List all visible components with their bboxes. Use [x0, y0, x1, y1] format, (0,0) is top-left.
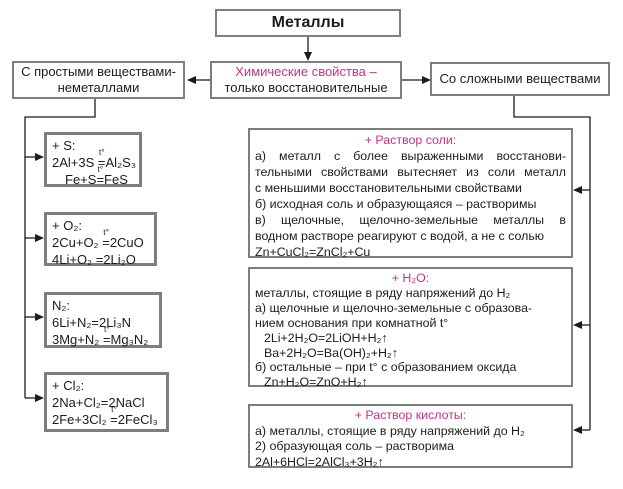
equation: 2Al+3S t°=Al₂S₃ — [52, 147, 137, 170]
left-branch-line-1: С простыми веществами- — [21, 64, 176, 79]
node-salt-solution: + Раствор соли: а) металл с более выраже… — [248, 128, 573, 259]
right-branch-label: Со сложными веществами — [439, 71, 601, 86]
salt-line: б) исходная соль и образующаяся – раство… — [255, 197, 537, 211]
salt-line: в) щелочные, щелочно-земельные металлы в — [255, 213, 566, 227]
node-water: + H₂O: металлы, стоящие в ряду напряжени… — [248, 267, 573, 390]
node-simple-substances: С простыми веществами- неметаллами — [12, 61, 185, 99]
reaction-title: + Cl₂: — [52, 378, 85, 393]
water-equation: Zn+H₂O=ZnO+H₂↑ — [264, 375, 368, 390]
water-line: нием основания при комнатной t° — [255, 315, 449, 330]
arrow-left-icon — [187, 76, 210, 84]
acid-line: 2) образующая соль – растворима — [255, 439, 454, 453]
heat-mark: t° — [97, 164, 104, 175]
acid-line: а) металлы, стоящие в ряду напряжений до… — [255, 423, 525, 438]
water-line: металлы, стоящие в ряду напряжений до H₂ — [255, 285, 511, 300]
salt-line: с меньшими восстановительными свойствами — [255, 181, 522, 195]
water-line: б) остальные – при t° с образованием окс… — [255, 360, 517, 375]
arrow-down-icon — [304, 37, 312, 61]
left-branch-line-2: неметаллами — [57, 80, 140, 95]
heat-mark: t° — [103, 227, 109, 238]
root-node-metals: Металлы — [215, 9, 401, 37]
node-reaction-chlorine: + Cl₂: 2Na+Cl₂=2NaCl 2Fe+3Cl₂ t°=2FeCl₃ — [44, 372, 169, 432]
equation: 6Li+N₂=2Li₃N — [52, 314, 131, 330]
equation: 4Li+O₂ =2Li₂O — [52, 251, 136, 267]
chem-line-1: Химические свойства – — [235, 64, 377, 79]
heat-mark: t° — [98, 147, 105, 158]
salt-line: водном растворе реагируют с водой, а не … — [255, 229, 545, 243]
node-reaction-oxygen: + O₂: 2Cu+O₂ t°=2CuO 4Li+O₂ =2Li₂O — [44, 212, 157, 267]
equation: 2Fe+3Cl₂ t°=2FeCl₃ — [52, 404, 158, 427]
node-acid-solution: + Раствор кислоты: а) металлы, стоящие в… — [248, 404, 573, 469]
water-equation: Ba+2H₂O=Ba(OH)₂+H₂↑ — [264, 345, 398, 360]
salt-line: а) металл с более выраженными восстанови… — [255, 149, 566, 163]
reaction-title: + S: — [52, 138, 76, 153]
arrow-right-icon — [402, 76, 431, 84]
node-complex-substances: Со сложными веществами — [430, 62, 610, 96]
root-title: Металлы — [271, 14, 345, 31]
water-equation: 2Li+2H₂O=2LiOH+H₂↑ — [264, 330, 388, 345]
equation: 3Mg+N₂ t°=Mg₃N₂ — [52, 324, 149, 347]
acid-title: + Раствор кислоты: — [354, 408, 467, 422]
equation: 2Na+Cl₂=2NaCl — [52, 394, 145, 410]
salt-equation: Zn+CuCl₂=ZnCl₂+Cu — [255, 245, 371, 259]
heat-mark: t° — [103, 324, 110, 335]
equation: 2Cu+O₂ t°=2CuO — [52, 227, 144, 250]
acid-equation: 2Al+6HCl=2AlCl₃+3H₂↑ — [255, 454, 384, 469]
reaction-title: + O₂: — [52, 218, 82, 233]
salt-title: + Раствор соли: — [364, 133, 457, 147]
reaction-title: N₂: — [52, 298, 71, 313]
chem-line-2: только восстановительные — [224, 80, 388, 95]
node-chemical-properties: Химические свойства – только восстановит… — [210, 61, 402, 99]
salt-line: тельными свойствами вытесняет из соли ме… — [255, 165, 566, 179]
water-line: а) щелочные и щелочно-земельные с образо… — [255, 300, 533, 315]
heat-mark: t° — [111, 404, 117, 415]
water-title: + H₂O: — [391, 271, 430, 285]
node-reaction-nitrogen: N₂: 6Li+N₂=2Li₃N 3Mg+N₂ t°=Mg₃N₂ — [44, 292, 162, 348]
